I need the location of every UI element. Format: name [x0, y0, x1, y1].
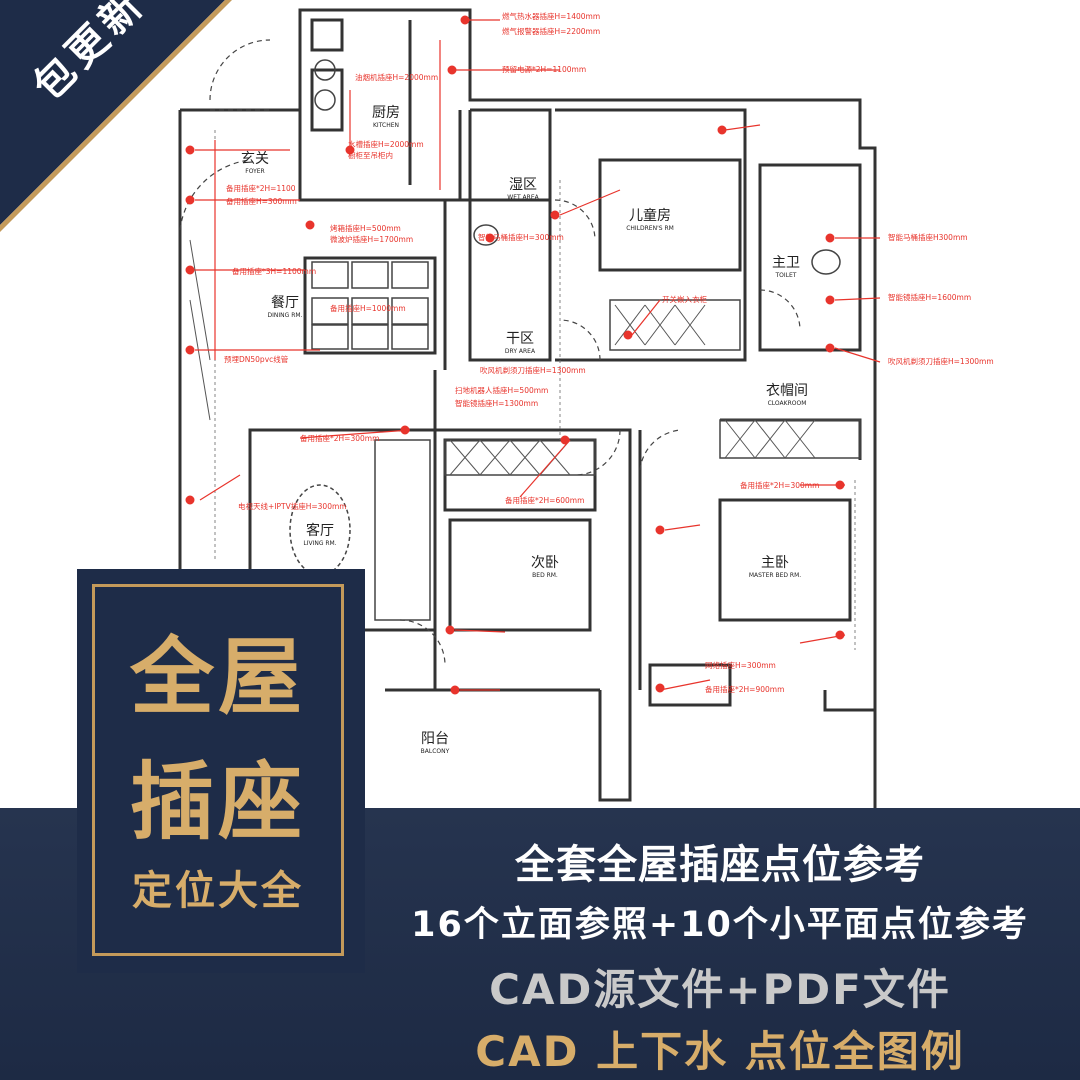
note: 备用插座*2H=600mm [505, 496, 585, 505]
hero-title-line1: 全屋 [129, 628, 306, 726]
note: 智能马桶插座H300mm [888, 233, 968, 242]
room-label-master-bedroom: 主卧 MASTER BED RM. [748, 555, 802, 579]
room-label-toilet: 主卫 TOILET [772, 255, 800, 279]
note: 备用插座H=1000mm [330, 304, 406, 313]
subtitle-line3: CAD源文件+PDF文件 [489, 965, 951, 1014]
note: 油烟机插座H=2000mm [355, 73, 439, 82]
subtitle-line1: 全套全屋插座点位参考 [515, 842, 925, 888]
hero-panel [80, 572, 362, 970]
note: 燃气报警器插座H=2200mm [502, 27, 601, 36]
note: 备用插座*2H=300mm [740, 481, 820, 490]
note: 扫地机器人插座H=500mm [455, 386, 549, 395]
subtitle-line2: 16个立面参照+10个小平面点位参考 [411, 905, 1029, 945]
note: 吹风机剃须刀插座H=1300mm [480, 366, 586, 375]
note: 水槽插座H=2000mm [348, 140, 424, 149]
hero-title-line2: 插座 [129, 753, 306, 851]
room-label-dining: 餐厅 DINING RM. [267, 295, 303, 319]
note: 备用插座H=300mm [226, 197, 297, 206]
room-label-living: 客厅 LIVING RM. [303, 523, 337, 547]
room-label-foyer: 玄关 FOYER [241, 151, 269, 175]
note: 烤箱插座H=500mm [330, 224, 401, 233]
note: 橱柜至吊柜内 [348, 151, 393, 160]
note: 智能镜插座H=1300mm [455, 399, 539, 408]
room-label-dry-area: 干区 DRY AREA [504, 331, 536, 355]
note: 备用插座*2H=900mm [705, 685, 785, 694]
note: 电视天线+IPTV插座H=300mm [238, 502, 347, 511]
note: 燃气热水器插座H=1400mm [502, 12, 601, 21]
note: 预埋DN50pvc线管 [224, 355, 289, 364]
note: 智能镜插座H=1600mm [888, 293, 972, 302]
note: 微波炉插座H=1700mm [330, 235, 414, 244]
room-label-wet-area: 湿区 WET AREA [507, 177, 539, 201]
note: 开关嵌入衣柜 [662, 295, 707, 304]
room-label-bedroom: 次卧 BED RM. [531, 555, 559, 579]
room-label-cloakroom: 衣帽间 CLOAKROOM [766, 383, 808, 407]
hero-title-line3: 定位大全 [132, 868, 304, 914]
note: 备用插座*2H=1100 [226, 184, 296, 193]
hero-frame [92, 584, 344, 956]
room-label-balcony: 阳台 BALCONY [420, 731, 450, 755]
room-label-childrens-room: 儿童房 CHILDREN'S RM [626, 208, 674, 232]
note: 吹风机剃须刀插座H=1300mm [888, 357, 994, 366]
note: 网络插座H=300mm [705, 661, 776, 670]
room-label-kitchen: 厨房 KITCHEN [372, 105, 400, 129]
note: 预留电源*2H=1100mm [502, 65, 587, 74]
subtitle-line4: CAD 上下水 点位全图例 [475, 1027, 965, 1076]
note: 智能马桶插座H=300mm [478, 233, 564, 242]
note: 备用插座*3H=1100mm [232, 267, 317, 276]
note: 备用插座*2H=300mm [300, 434, 380, 443]
